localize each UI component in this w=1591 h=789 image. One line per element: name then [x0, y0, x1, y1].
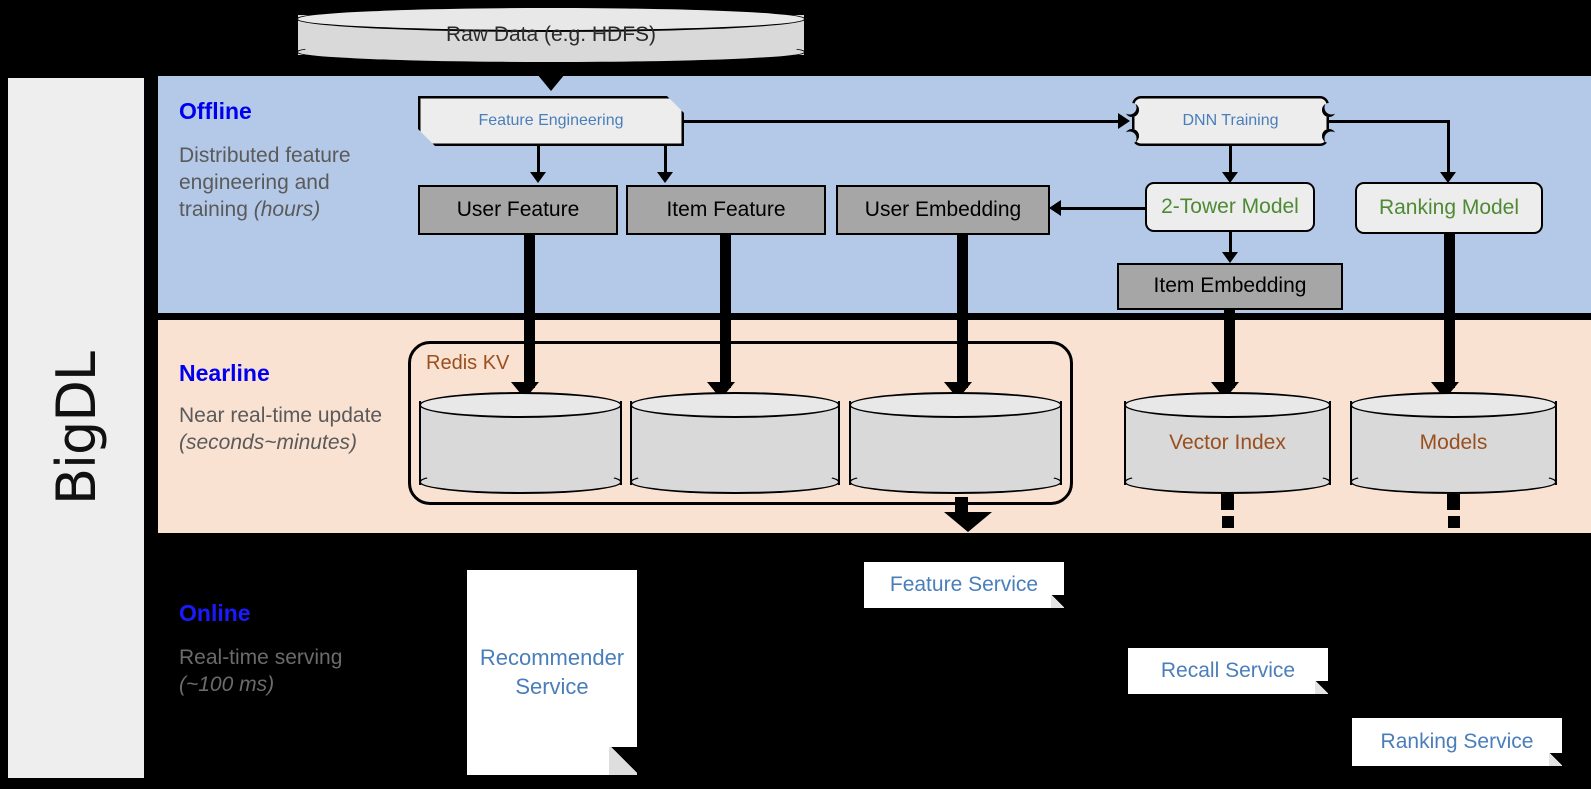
dnn-notch-tr	[1322, 103, 1336, 117]
ranking-service-card[interactable]: Ranking Service	[1352, 718, 1562, 766]
item-embedding-label: Item Embedding	[1153, 274, 1307, 298]
arrow-to-feature-service	[944, 512, 992, 532]
offline-title: Offline	[179, 98, 252, 124]
feature-engineering-label: Feature Engineering	[478, 111, 624, 129]
ranking-service-label: Ranking Service	[1380, 730, 1534, 754]
kv-store-cylinder-2[interactable]	[630, 392, 840, 494]
models-label: Models	[1419, 431, 1488, 454]
raw-data-cylinder: Raw Data (e.g. HDFS)	[296, 6, 806, 64]
page-fold-icon	[1549, 753, 1562, 766]
feature-service-card[interactable]: Feature Service	[864, 562, 1064, 608]
user-feature-node[interactable]: User Feature	[418, 185, 618, 235]
bigdl-label: BigDL	[44, 351, 108, 505]
recall-service-label: Recall Service	[1160, 659, 1296, 683]
page-fold-icon	[1051, 595, 1064, 608]
dnn-notch-bl	[1125, 129, 1139, 143]
edge-rawdata-fe	[550, 62, 553, 80]
item-feature-label: Item Feature	[666, 197, 786, 221]
edge-fe-dnn-arrowhead	[1118, 113, 1130, 129]
pipe-userembedding	[957, 234, 968, 388]
edge-dnn-2tower-arrowhead	[1222, 172, 1238, 183]
nearline-subtitle: Near real-time update (seconds~minutes)	[179, 403, 394, 457]
models-cylinder[interactable]: Models	[1350, 392, 1557, 494]
kv-store-cylinder-1[interactable]	[419, 392, 622, 494]
nearline-subtitle-em: (seconds~minutes)	[179, 430, 357, 454]
edge-2tower-userembedding	[1052, 207, 1147, 210]
item-embedding-node[interactable]: Item Embedding	[1117, 263, 1343, 310]
two-tower-model-label: 2-Tower Model	[1161, 194, 1299, 218]
cylinder-top	[1350, 392, 1557, 418]
bigdl-sidebar: BigDL	[8, 78, 144, 778]
stub-ranking-service-b	[1448, 516, 1460, 528]
page-fold-icon	[1315, 681, 1328, 694]
user-embedding-node[interactable]: User Embedding	[836, 185, 1050, 235]
item-feature-node[interactable]: Item Feature	[626, 185, 826, 235]
offline-subtitle: Distributed feature engineering and trai…	[179, 143, 394, 224]
edge-dnn-ranking-h	[1329, 120, 1449, 123]
edge-fe-userfeature	[537, 146, 540, 175]
edge-2tower-itemembedding-arrowhead	[1222, 252, 1238, 263]
redis-kv-container	[408, 341, 1073, 505]
kv-store-cylinder-3[interactable]	[849, 392, 1062, 494]
edge-fe-dnn	[684, 120, 1120, 123]
recommender-service-label: Recommender Service	[479, 644, 625, 699]
two-tower-model-node[interactable]: 2-Tower Model	[1145, 182, 1315, 232]
user-embedding-label: User Embedding	[864, 197, 1022, 221]
pipe-itemembedding	[1224, 308, 1235, 388]
cylinder-top	[419, 392, 622, 418]
online-title: Online	[179, 600, 251, 626]
offline-subtitle-text: Distributed feature engineering and trai…	[179, 144, 351, 221]
stub-recall-service-a	[1221, 494, 1234, 510]
cylinder-top	[630, 392, 840, 418]
stub-ranking-service-a	[1447, 494, 1460, 510]
cylinder-top	[296, 6, 806, 32]
online-subtitle-em: (~100 ms)	[179, 672, 275, 696]
dnn-training-node[interactable]: DNN Training	[1132, 96, 1329, 146]
edge-rawdata-fe-arrowhead	[537, 74, 565, 91]
feature-service-label: Feature Service	[889, 573, 1039, 597]
stub-feature-service	[955, 497, 968, 513]
dnn-training-label: DNN Training	[1182, 111, 1279, 129]
ranking-model-node[interactable]: Ranking Model	[1355, 182, 1543, 234]
page-fold-icon	[609, 747, 637, 775]
cylinder-bottom	[1350, 470, 1557, 494]
cylinder-top	[849, 392, 1062, 418]
offline-subtitle-em: (hours)	[253, 197, 321, 221]
nearline-title: Nearline	[179, 360, 270, 386]
feature-engineering-node[interactable]: Feature Engineering	[418, 96, 684, 146]
online-subtitle: Real-time serving (~100 ms)	[179, 645, 394, 699]
edge-fe-userfeature-arrowhead	[530, 172, 546, 183]
edge-fe-itemfeature	[664, 146, 667, 175]
recommender-service-card[interactable]: Recommender Service	[467, 570, 637, 775]
online-subtitle-text: Real-time serving	[179, 646, 343, 669]
raw-data-label: Raw Data (e.g. HDFS)	[445, 23, 657, 46]
stub-recall-service-b	[1222, 516, 1234, 528]
pipe-rankingmodel	[1444, 233, 1455, 388]
cylinder-bottom	[1124, 470, 1331, 494]
cylinder-bottom	[849, 470, 1062, 494]
vector-index-cylinder[interactable]: Vector Index	[1124, 392, 1331, 494]
cylinder-top	[1124, 392, 1331, 418]
edge-dnn-2tower	[1229, 146, 1232, 178]
edge-2tower-userembedding-arrowhead	[1049, 200, 1061, 216]
vector-index-label: Vector Index	[1169, 431, 1286, 454]
pipe-userfeature	[524, 234, 535, 388]
ranking-model-label: Ranking Model	[1378, 195, 1520, 219]
edge-2tower-itemembedding	[1229, 232, 1232, 258]
cylinder-bottom	[419, 470, 622, 494]
user-feature-label: User Feature	[456, 197, 580, 221]
pipe-itemfeature	[720, 234, 731, 388]
recall-service-card[interactable]: Recall Service	[1128, 648, 1328, 694]
edge-fe-itemfeature-arrowhead	[657, 172, 673, 183]
redis-kv-label: Redis KV	[426, 352, 510, 374]
cylinder-bottom	[630, 470, 840, 494]
nearline-subtitle-text: Near real-time update	[179, 404, 383, 427]
edge-dnn-ranking-v	[1447, 120, 1450, 178]
dnn-notch-br	[1322, 129, 1336, 143]
edge-dnn-ranking-arrowhead	[1440, 172, 1456, 183]
